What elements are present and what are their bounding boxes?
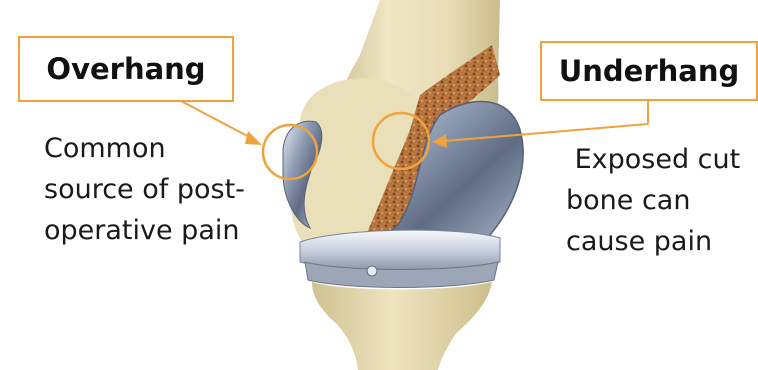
underhang-description-line: bone can xyxy=(566,180,756,221)
underhang-label-box: Underhang xyxy=(540,41,758,101)
overhang-label: Overhang xyxy=(46,52,205,86)
tray-lock-icon xyxy=(367,266,377,276)
overhang-description-line: Common xyxy=(44,128,274,169)
underhang-description: Exposed cut bone can cause pain xyxy=(566,139,756,262)
underhang-label: Underhang xyxy=(559,54,740,88)
tibial-tray xyxy=(300,230,500,270)
overhang-label-box: Overhang xyxy=(18,36,234,102)
underhang-description-line: cause pain xyxy=(566,221,756,262)
overhang-description-line: source of post- xyxy=(44,169,274,210)
tibia xyxy=(312,282,492,370)
overhang-description-line: operative pain xyxy=(44,210,274,251)
overhang-description: Common source of post- operative pain xyxy=(44,128,274,251)
underhang-description-line: Exposed cut xyxy=(566,139,756,180)
